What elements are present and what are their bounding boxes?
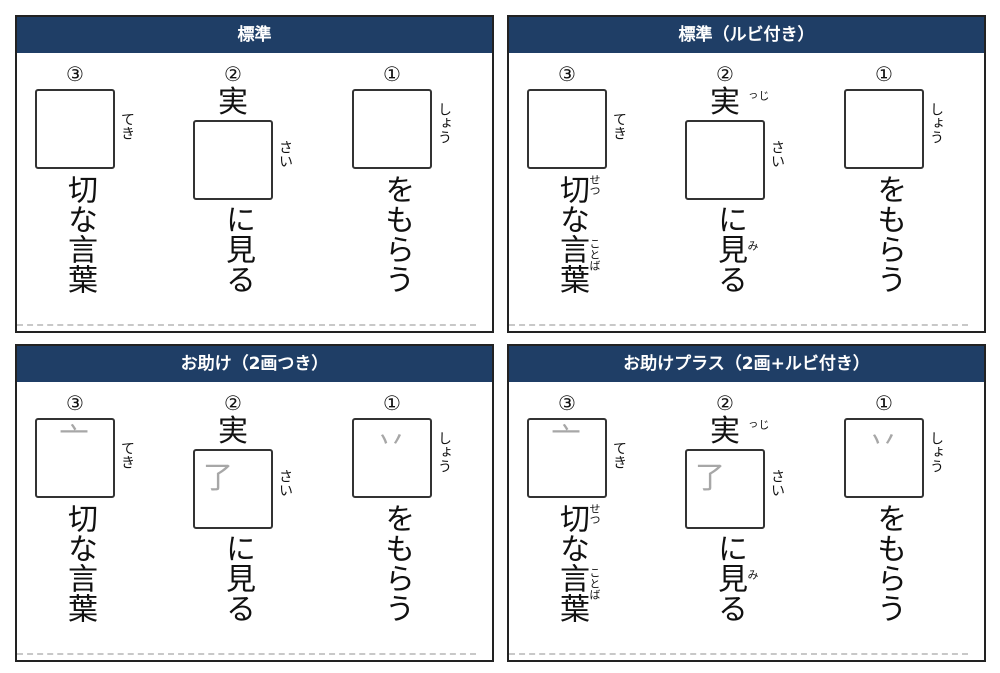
question-text: 切な言葉 bbox=[62, 503, 97, 623]
question-text: に見る bbox=[220, 204, 255, 294]
question-number: ③ bbox=[66, 62, 84, 86]
ruby-kotoba: ことば bbox=[588, 567, 601, 600]
question-text: に見る bbox=[712, 533, 747, 623]
answer-box[interactable] bbox=[193, 120, 273, 200]
panel-title: 標準 bbox=[17, 17, 492, 53]
reading: てき bbox=[119, 441, 135, 469]
stroke-hint: 了 bbox=[695, 461, 725, 496]
question-number: ② bbox=[716, 391, 734, 415]
question-number: ① bbox=[875, 62, 893, 86]
question-number: ③ bbox=[558, 62, 576, 86]
question-text: をもらう bbox=[379, 174, 414, 294]
question-text: をもらう bbox=[871, 174, 906, 294]
answer-box[interactable]: 了 bbox=[685, 449, 765, 529]
answer-box[interactable] bbox=[35, 89, 115, 169]
answer-box[interactable]: 亠 bbox=[527, 418, 607, 498]
answer-box[interactable]: 亠 bbox=[35, 418, 115, 498]
worksheet-panel-hints-ruby: お助けプラス（2画+ルビ付き） ③ 亠 てき 切な言葉 せつ ことば ② 実 じ… bbox=[507, 344, 986, 662]
question-number: ② bbox=[224, 391, 242, 415]
reading: しょう bbox=[436, 102, 452, 144]
worksheet-panel-hints: お助け（2画つき） ③ 亠 てき 切な言葉 ② 実 了 さい に見る ① 丷 し… bbox=[15, 344, 494, 662]
question-number: ③ bbox=[558, 391, 576, 415]
cut-line bbox=[509, 653, 968, 655]
stroke-hint: 了 bbox=[203, 461, 233, 496]
reading: てき bbox=[611, 441, 627, 469]
answer-box[interactable]: 了 bbox=[193, 449, 273, 529]
ruby-ji: じっ bbox=[745, 90, 770, 101]
ruby-mi: み bbox=[746, 569, 759, 580]
question-prefix: 実 bbox=[710, 414, 740, 449]
panel-title: 標準（ルビ付き） bbox=[509, 17, 984, 53]
question-text: 切な言葉 bbox=[62, 174, 97, 294]
ruby-kotoba: ことば bbox=[588, 238, 601, 271]
reading: さい bbox=[769, 140, 785, 168]
reading: しょう bbox=[436, 431, 452, 473]
answer-box[interactable] bbox=[352, 89, 432, 169]
question-text: に見る bbox=[712, 204, 747, 294]
worksheet-panel-ruby: 標準（ルビ付き） ③ てき 切な言葉 せつ ことば ② 実 じっ さい に見る … bbox=[507, 15, 986, 333]
ruby-setsu: せつ bbox=[588, 503, 601, 525]
reading: さい bbox=[769, 469, 785, 497]
worksheet-panel-standard: 標準 ③ てき 切な言葉 ② 実 さい に見る ① しょう をもらう bbox=[15, 15, 494, 333]
question-number: ③ bbox=[66, 391, 84, 415]
reading: てき bbox=[119, 112, 135, 140]
question-number: ② bbox=[716, 62, 734, 86]
panel-title: お助けプラス（2画+ルビ付き） bbox=[509, 346, 984, 382]
stroke-hint: 丷 bbox=[376, 424, 406, 459]
question-number: ① bbox=[875, 391, 893, 415]
answer-box[interactable] bbox=[844, 89, 924, 169]
answer-box[interactable] bbox=[527, 89, 607, 169]
reading: しょう bbox=[928, 431, 944, 473]
ruby-ji: じっ bbox=[745, 419, 770, 430]
cut-line bbox=[17, 653, 476, 655]
cut-line bbox=[509, 324, 968, 326]
reading: さい bbox=[277, 140, 293, 168]
question-text: 切な言葉 bbox=[554, 174, 589, 294]
answer-box[interactable]: 丷 bbox=[352, 418, 432, 498]
question-number: ② bbox=[224, 62, 242, 86]
question-text: 切な言葉 bbox=[554, 503, 589, 623]
answer-box[interactable]: 丷 bbox=[844, 418, 924, 498]
answer-box[interactable] bbox=[685, 120, 765, 200]
ruby-mi: み bbox=[746, 240, 759, 251]
panel-title: お助け（2画つき） bbox=[17, 346, 492, 382]
reading: てき bbox=[611, 112, 627, 140]
question-text: に見る bbox=[220, 533, 255, 623]
reading: しょう bbox=[928, 102, 944, 144]
reading: さい bbox=[277, 469, 293, 497]
question-text: をもらう bbox=[379, 503, 414, 623]
question-prefix: 実 bbox=[710, 85, 740, 120]
question-prefix: 実 bbox=[218, 414, 248, 449]
stroke-hint: 亠 bbox=[59, 422, 89, 457]
stroke-hint: 丷 bbox=[868, 424, 898, 459]
cut-line bbox=[17, 324, 476, 326]
question-prefix: 実 bbox=[218, 85, 248, 120]
stroke-hint: 亠 bbox=[551, 422, 581, 457]
question-number: ① bbox=[383, 391, 401, 415]
question-number: ① bbox=[383, 62, 401, 86]
ruby-setsu: せつ bbox=[588, 174, 601, 196]
question-text: をもらう bbox=[871, 503, 906, 623]
